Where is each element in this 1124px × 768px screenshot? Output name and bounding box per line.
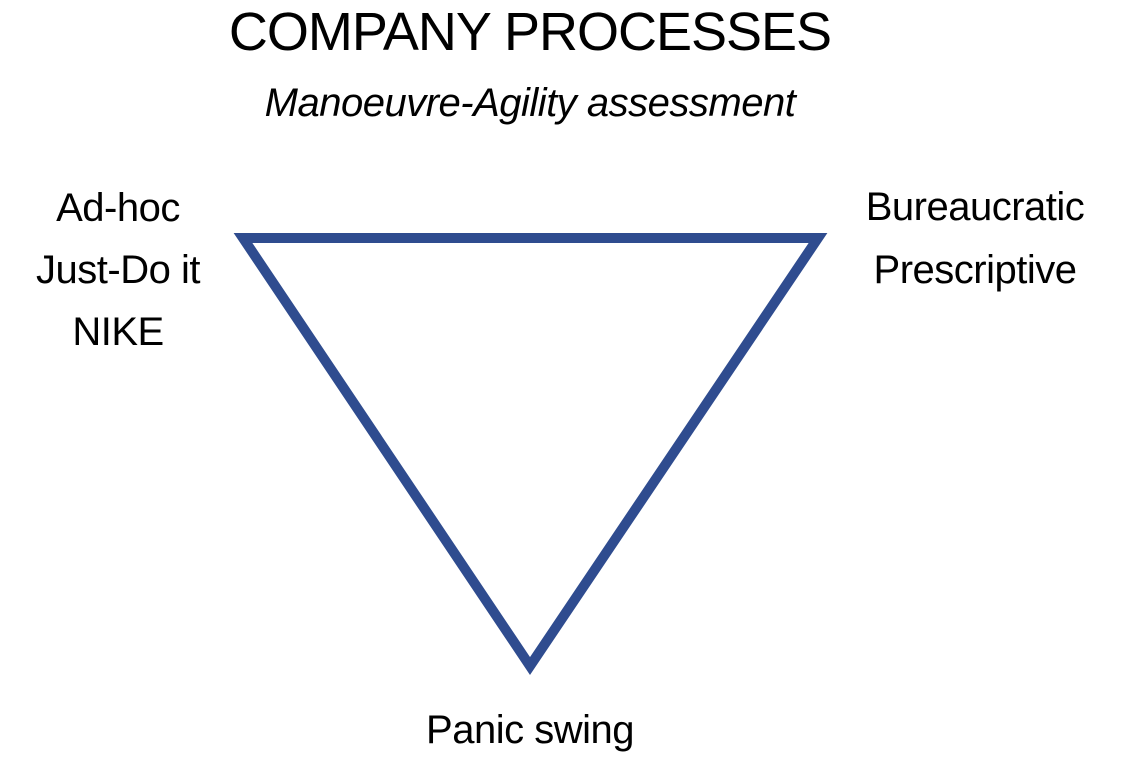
label-just-do-it: Just-Do it — [36, 248, 200, 292]
label-ad-hoc: Ad-hoc — [56, 186, 180, 230]
diagram-title: COMPANY PROCESSES — [228, 2, 832, 62]
label-panic-swing: Panic swing — [426, 708, 634, 752]
label-nike: NIKE — [72, 310, 164, 354]
label-prescriptive: Prescriptive — [873, 248, 1077, 292]
inverted-triangle — [233, 233, 828, 675]
label-bureaucratic: Bureaucratic — [865, 185, 1085, 229]
diagram-subtitle: Manoeuvre-Agility assessment — [264, 81, 796, 125]
